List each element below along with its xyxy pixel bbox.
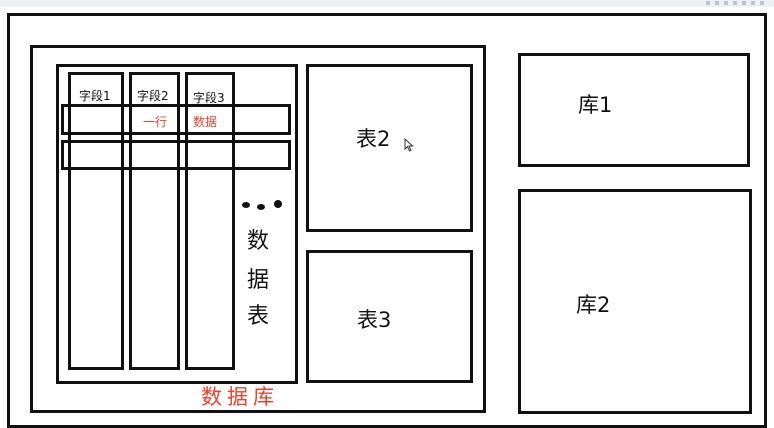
- data-table-box: [56, 64, 298, 384]
- row-2: [61, 140, 291, 170]
- table-2-label: 表2: [356, 127, 391, 151]
- table-3-label: 表3: [357, 308, 392, 332]
- table-2-box: [306, 64, 473, 232]
- field-column-3: [185, 72, 235, 370]
- field-label-2: 字段2: [137, 89, 169, 103]
- library-1-box: [518, 53, 750, 167]
- data-label: 数据: [193, 115, 218, 129]
- field-label-3: 字段3: [193, 91, 225, 105]
- field-column-1: [68, 72, 124, 370]
- library-2-box: [518, 189, 752, 414]
- three-dots-icon: [242, 200, 284, 212]
- database-box: [30, 45, 486, 413]
- row-label: 一行: [143, 115, 168, 129]
- data-table-label-char-1: 数: [247, 229, 270, 254]
- mouse-cursor-icon: [404, 138, 414, 152]
- library-2-label: 库2: [576, 293, 611, 317]
- row-1: [61, 104, 291, 135]
- field-column-2: [129, 72, 180, 370]
- library-1-label: 库1: [578, 93, 613, 117]
- window-top-strip: [0, 0, 774, 7]
- table-3-box: [306, 250, 473, 383]
- database-label: 数据库: [201, 385, 279, 409]
- data-table-label-char-3: 表: [247, 304, 270, 329]
- data-table-label-char-2: 据: [247, 268, 270, 293]
- field-label-1: 字段1: [79, 89, 111, 103]
